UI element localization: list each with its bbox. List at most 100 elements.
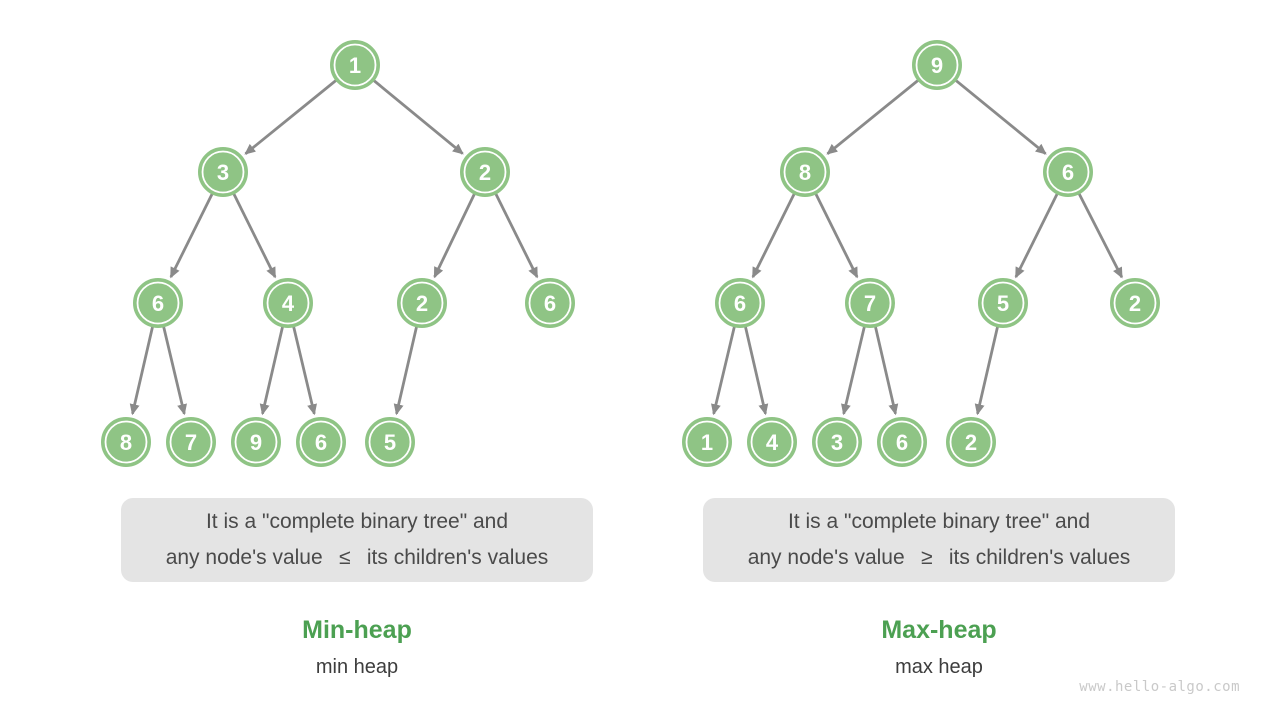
node-circle	[747, 417, 797, 467]
node-circle	[397, 278, 447, 328]
node-circle	[780, 147, 830, 197]
node-inner-ring	[368, 420, 412, 464]
tree-edge-arrow	[259, 326, 284, 416]
node-circle	[1043, 147, 1093, 197]
min-heap-caption-box: It is a "complete binary tree" and any n…	[121, 498, 593, 582]
node-value-label: 6	[152, 291, 164, 316]
tree-edge-arrow	[169, 192, 214, 279]
node-circle	[845, 278, 895, 328]
node-circle	[460, 147, 510, 197]
node-value-label: 6	[1062, 160, 1074, 185]
min-heap-node-1: 3	[198, 147, 248, 197]
min-heap-node-9: 9	[231, 417, 281, 467]
node-inner-ring	[463, 150, 507, 194]
node-inner-ring	[169, 420, 213, 464]
node-value-label: 6	[896, 430, 908, 455]
node-circle	[1110, 278, 1160, 328]
node-value-label: 7	[864, 291, 876, 316]
max-heap-node-4: 7	[845, 278, 895, 328]
tree-edge-arrow	[162, 326, 187, 416]
node-inner-ring	[234, 420, 278, 464]
max-heap-node-5: 5	[978, 278, 1028, 328]
node-inner-ring	[685, 420, 729, 464]
node-value-label: 4	[282, 291, 295, 316]
tree-edge-arrow	[129, 326, 154, 416]
max-heap-node-9: 3	[812, 417, 862, 467]
node-circle	[978, 278, 1028, 328]
node-inner-ring	[718, 281, 762, 325]
node-inner-ring	[136, 281, 180, 325]
min-heap-subtitle: min heap	[315, 656, 399, 678]
node-value-label: 9	[250, 430, 262, 455]
node-value-label: 2	[965, 430, 977, 455]
node-circle	[330, 40, 380, 90]
tree-edge-arrow	[1014, 192, 1059, 279]
node-value-label: 2	[1129, 291, 1141, 316]
tree-edge-arrow	[1077, 192, 1124, 279]
node-inner-ring	[815, 420, 859, 464]
min-heap-node-4: 4	[263, 278, 313, 328]
max-heap-node-10: 6	[877, 417, 927, 467]
node-inner-ring	[915, 43, 959, 87]
tree-edge-arrow	[974, 326, 999, 416]
node-value-label: 1	[349, 53, 361, 78]
tree-edge-arrow	[244, 79, 338, 155]
node-circle	[525, 278, 575, 328]
node-value-label: 4	[766, 430, 779, 455]
tree-edge-arrow	[372, 79, 464, 155]
max-heap-footer: Max-heap max heap	[739, 616, 1139, 679]
node-inner-ring	[104, 420, 148, 464]
node-circle	[682, 417, 732, 467]
node-circle	[365, 417, 415, 467]
node-circle	[166, 417, 216, 467]
tree-edge-arrow	[751, 192, 796, 279]
node-value-label: 5	[997, 291, 1009, 316]
min-heap-node-2: 2	[460, 147, 510, 197]
node-circle	[877, 417, 927, 467]
tree-edge-arrow	[232, 192, 277, 279]
node-value-label: 9	[931, 53, 943, 78]
min-heap-node-0: 1	[330, 40, 380, 90]
node-circle	[133, 278, 183, 328]
node-value-label: 6	[544, 291, 556, 316]
node-inner-ring	[201, 150, 245, 194]
max-heap-node-1: 8	[780, 147, 830, 197]
node-value-label: 3	[217, 160, 229, 185]
max-heap-caption-box: It is a "complete binary tree" and any n…	[703, 498, 1175, 582]
node-inner-ring	[1113, 281, 1157, 325]
min-heap-node-7: 8	[101, 417, 151, 467]
node-circle	[101, 417, 151, 467]
node-value-label: 8	[799, 160, 811, 185]
node-value-label: 2	[479, 160, 491, 185]
max-heap-title: Max-heap	[881, 616, 997, 644]
node-value-label: 6	[315, 430, 327, 455]
max-heap-node-0: 9	[912, 40, 962, 90]
max-heap-node-2: 6	[1043, 147, 1093, 197]
min-heap-caption-line2: any node's value ≤ its children's values	[165, 546, 549, 569]
max-heap-caption-line2: any node's value ≥ its children's values	[747, 546, 1131, 569]
node-circle	[946, 417, 996, 467]
min-heap-node-5: 2	[397, 278, 447, 328]
node-circle	[198, 147, 248, 197]
max-heap-node-6: 2	[1110, 278, 1160, 328]
node-value-label: 2	[416, 291, 428, 316]
tree-edge-arrow	[744, 326, 769, 416]
node-value-label: 5	[384, 430, 396, 455]
node-circle	[715, 278, 765, 328]
min-heap-node-11: 5	[365, 417, 415, 467]
node-inner-ring	[1046, 150, 1090, 194]
node-circle	[912, 40, 962, 90]
node-inner-ring	[848, 281, 892, 325]
max-heap-node-11: 2	[946, 417, 996, 467]
tree-edge-arrow	[292, 326, 317, 416]
min-heap-node-6: 6	[525, 278, 575, 328]
tree-edge-arrow	[711, 326, 736, 416]
min-heap-node-8: 7	[166, 417, 216, 467]
node-value-label: 1	[701, 430, 713, 455]
node-inner-ring	[400, 281, 444, 325]
max-heap-caption-line1: It is a "complete binary tree" and	[787, 510, 1091, 533]
node-inner-ring	[266, 281, 310, 325]
min-heap-title: Min-heap	[302, 616, 412, 644]
